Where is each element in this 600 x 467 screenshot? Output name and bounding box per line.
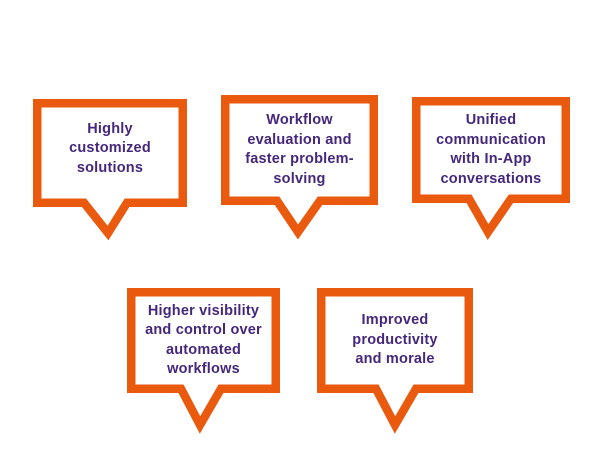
bubble-label-highly-customized: Highly customized solutions: [69, 120, 151, 176]
speech-bubble-outline-4: [127, 288, 280, 434]
speech-bubble-outline-2: [221, 95, 378, 240]
bubble-label-unified-communication: Unified communication with In-App conver…: [436, 112, 546, 187]
speech-bubble-outline-5: [317, 288, 473, 434]
speech-bubble-outline-3: [412, 97, 570, 240]
bubble-label-workflow-evaluation: Workflow evaluation and faster problem- …: [245, 112, 354, 187]
bubble-label-improved-productivity: Improved productivity and morale: [352, 312, 438, 368]
speech-bubble-outline-1: [33, 99, 187, 241]
bubble-label-higher-visibility: Higher visibility and control over autom…: [145, 302, 262, 378]
